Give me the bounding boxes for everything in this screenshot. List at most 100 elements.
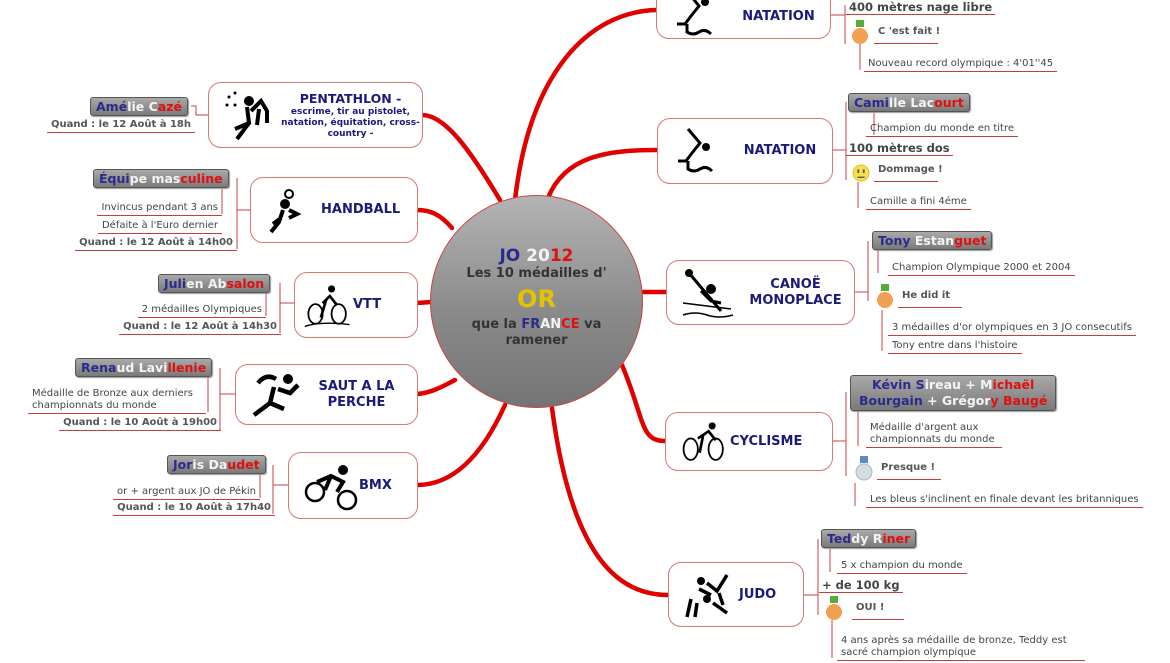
name-part: culine bbox=[180, 171, 223, 186]
handball-icon bbox=[269, 189, 302, 234]
name-part: llenie bbox=[167, 360, 207, 375]
name-part: ourt bbox=[934, 95, 964, 110]
center-or: OR bbox=[517, 285, 556, 313]
topic-label: CYCLISME bbox=[730, 433, 803, 449]
event-date: Quand : le 10 Août à 19h00 bbox=[59, 417, 221, 431]
center-an: AN bbox=[540, 317, 562, 332]
name-part: iner bbox=[882, 531, 911, 546]
name-part: y Baugé bbox=[990, 393, 1048, 408]
name-part: guet bbox=[954, 233, 987, 248]
topic-natation-400[interactable]: NATATION bbox=[656, 0, 831, 39]
topic-natation-100[interactable]: NATATION bbox=[657, 118, 833, 184]
athlete-tag[interactable]: Tony Estanguet bbox=[872, 231, 993, 250]
comment: Tony entre dans l'histoire bbox=[888, 340, 1022, 354]
note: Médaille de Bronze aux derniers champion… bbox=[28, 388, 206, 414]
note: or + argent aux JO de Pékin bbox=[113, 486, 260, 500]
name-part: lle Lac bbox=[888, 95, 935, 110]
gold-medal-icon bbox=[877, 284, 893, 308]
name-part: Équi bbox=[99, 171, 130, 186]
name-part: ireau + M bbox=[924, 377, 993, 392]
center-title: JO 2012 bbox=[431, 246, 642, 266]
name-part: dy R bbox=[851, 531, 883, 546]
topic-judo[interactable]: JUDO bbox=[668, 562, 804, 627]
athlete-tag[interactable]: Teddy Riner bbox=[821, 529, 917, 548]
topic-label: PENTATHLON - bbox=[299, 90, 402, 106]
note: Défaite à l'Euro dernier bbox=[97, 220, 222, 234]
name-part: ud Lavi bbox=[116, 360, 168, 375]
athlete-tag[interactable]: Julien Absalon bbox=[158, 274, 271, 293]
neutral-smiley-icon bbox=[852, 164, 870, 182]
topic-handball[interactable]: HANDBALL bbox=[250, 177, 418, 243]
name-part: Ted bbox=[827, 531, 852, 546]
judo-icon bbox=[685, 573, 729, 617]
topic-pentathlon[interactable]: PENTATHLON -escrime, tir au pistolet, na… bbox=[208, 82, 423, 148]
central-topic[interactable]: JO 2012 Les 10 médailles d' OR que la FR… bbox=[430, 195, 643, 408]
bmx-icon bbox=[304, 464, 358, 510]
athlete-tag[interactable]: Camille Lacourt bbox=[848, 93, 970, 112]
pentathlon-icon bbox=[225, 91, 269, 141]
branch-pentathlon bbox=[419, 112, 503, 203]
center-12: 12 bbox=[549, 246, 574, 266]
comment: 3 médailles d'or olympiques en 3 JO cons… bbox=[888, 322, 1136, 336]
branch-judo bbox=[549, 405, 671, 598]
topic-label: JUDO bbox=[739, 586, 777, 602]
center-line4: que la FRANCE va bbox=[431, 316, 642, 333]
athlete-tag[interactable]: Joris Daudet bbox=[167, 455, 266, 474]
topic-canoe-monoplace[interactable]: CANOË MONOPLACE bbox=[666, 260, 855, 325]
topic-label: BMX bbox=[359, 477, 392, 493]
center-fr: FR bbox=[521, 317, 541, 332]
topic-cyclisme[interactable]: CYCLISME bbox=[665, 412, 833, 471]
athlete-tag[interactable]: Renaud Lavillenie bbox=[75, 358, 213, 377]
name-part: Cami bbox=[854, 95, 889, 110]
center-20: 20 bbox=[526, 246, 550, 266]
result-text: Presque ! bbox=[877, 462, 941, 480]
result-text: C 'est fait ! bbox=[874, 26, 940, 44]
center-text: va bbox=[579, 317, 602, 332]
event-name: 400 mètres nage libre bbox=[846, 0, 996, 15]
event-date: Quand : le 10 Août à 17h40 bbox=[113, 502, 275, 516]
name-part: lie C bbox=[127, 99, 158, 114]
topic-label: NATATION bbox=[743, 143, 817, 158]
branch-cyclisme bbox=[619, 362, 668, 444]
name-part: Juli bbox=[164, 276, 187, 291]
swimming-icon bbox=[678, 128, 714, 173]
center-ce: CE bbox=[561, 317, 580, 332]
name-part: Tony bbox=[878, 233, 915, 248]
silver-medal-icon bbox=[855, 456, 873, 481]
topic-bmx[interactable]: BMX bbox=[288, 452, 418, 519]
name-part: Bourgain bbox=[859, 393, 923, 408]
topic-label: CANOË MONOPLACE bbox=[749, 276, 842, 308]
note: Invincus pendant 3 ans bbox=[97, 202, 222, 216]
name-part: pe mas bbox=[129, 171, 181, 186]
result-text: Dommage ! bbox=[874, 164, 943, 182]
topic-label: NATATION bbox=[742, 8, 815, 24]
note: Médaille d'argent aux championnats du mo… bbox=[866, 422, 1002, 448]
mountain-bike-icon bbox=[304, 285, 350, 328]
name-part: udet bbox=[227, 457, 260, 472]
name-part: Rena bbox=[81, 360, 117, 375]
topic-label: VTT bbox=[353, 297, 382, 312]
result-text: OUI ! bbox=[852, 602, 904, 620]
note: Champion du monde en titre bbox=[866, 123, 1019, 137]
name-part: Jor bbox=[173, 457, 193, 472]
athlete-tag[interactable]: Kévin Sireau + Michaël Bourgain + Grégor… bbox=[850, 375, 1057, 411]
gold-medal-icon bbox=[852, 20, 868, 44]
athlete-tag[interactable]: Équipe masculine bbox=[93, 169, 229, 188]
center-text: que la bbox=[471, 317, 522, 332]
name-part: Kévin S bbox=[872, 377, 925, 392]
branch-saut bbox=[414, 377, 458, 397]
event-name: + de 100 kg bbox=[819, 578, 903, 593]
comment: Les bleus s'inclinent en finale devant l… bbox=[866, 494, 1143, 508]
branch-natation-400 bbox=[512, 7, 659, 203]
event-date: Quand : le 12 Août à 14h00 bbox=[75, 237, 237, 251]
topic-label: SAUT A LA PERCHE bbox=[318, 378, 395, 410]
athlete-tag[interactable]: Amélie Cazé bbox=[90, 97, 188, 116]
note: 5 x champion du monde bbox=[837, 560, 967, 574]
name-part: is Da bbox=[192, 457, 228, 472]
swimming-icon bbox=[677, 0, 713, 35]
branch-handball bbox=[414, 207, 455, 231]
event-date: Quand : le 12 Août à 18h bbox=[47, 119, 195, 133]
topic-saut-a-la-perche[interactable]: SAUT A LA PERCHE bbox=[235, 364, 418, 425]
note: Champion Olympique 2000 et 2004 bbox=[888, 262, 1075, 276]
topic-vtt[interactable]: VTT bbox=[294, 272, 418, 338]
